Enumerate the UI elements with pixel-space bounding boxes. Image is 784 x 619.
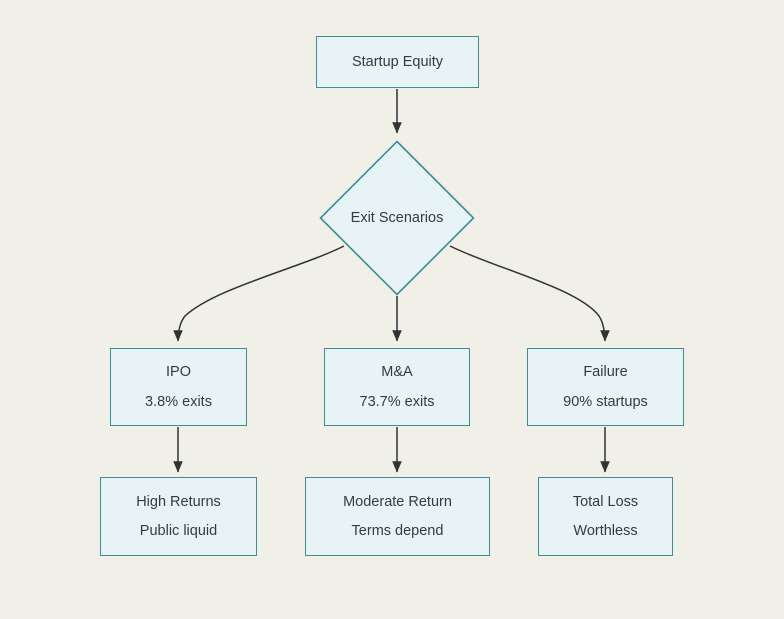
node-startup-equity-label: Startup Equity bbox=[351, 53, 444, 70]
node-moderate-return-detail: Terms depend bbox=[351, 523, 444, 539]
node-ma-title: M&A bbox=[381, 364, 413, 381]
node-ipo-stat: 3.8% exits bbox=[145, 393, 212, 410]
node-total-loss-detail: Worthless bbox=[573, 523, 638, 539]
node-failure-stat: 90% startups bbox=[563, 393, 648, 410]
node-total-loss[interactable]: Total Loss Worthless bbox=[538, 477, 673, 556]
node-ipo[interactable]: IPO 3.8% exits bbox=[110, 348, 247, 426]
node-ipo-title: IPO bbox=[166, 364, 191, 381]
node-failure-title: Failure bbox=[583, 364, 628, 381]
edge-decision-to-ipo bbox=[173, 245, 345, 342]
node-moderate-return[interactable]: Moderate Return Terms depend bbox=[305, 477, 490, 556]
node-high-returns[interactable]: High Returns Public liquid bbox=[100, 477, 257, 556]
node-exit-scenarios[interactable]: Exit Scenarios bbox=[319, 140, 475, 296]
node-ma-stat: 73.7% exits bbox=[359, 393, 435, 410]
node-startup-equity[interactable]: Startup Equity bbox=[316, 36, 479, 88]
diamond-shape bbox=[319, 140, 475, 296]
node-high-returns-detail: Public liquid bbox=[139, 523, 218, 539]
node-failure[interactable]: Failure 90% startups bbox=[527, 348, 684, 426]
node-ma[interactable]: M&A 73.7% exits bbox=[324, 348, 470, 426]
node-total-loss-title: Total Loss bbox=[572, 493, 639, 510]
edge-decision-to-failure bbox=[449, 245, 610, 342]
node-high-returns-title: High Returns bbox=[136, 493, 221, 510]
node-moderate-return-title: Moderate Return bbox=[343, 493, 452, 510]
